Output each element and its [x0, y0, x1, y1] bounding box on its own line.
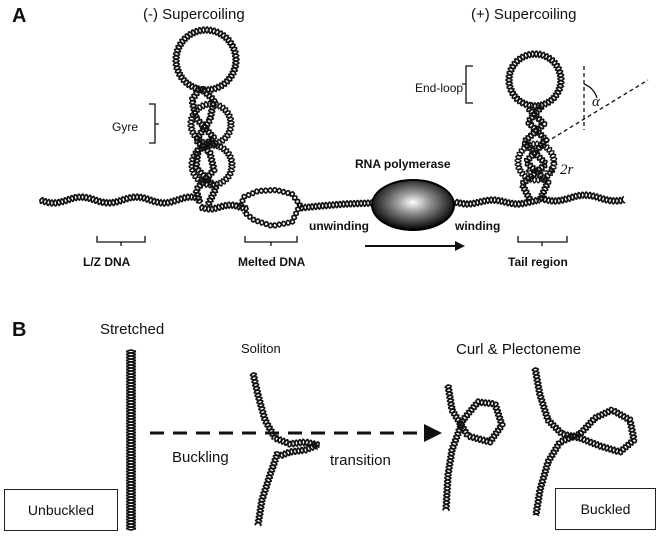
neg-gyre-lower-strand-2: [188, 141, 236, 189]
pos-end-loop: [505, 50, 565, 110]
winding-label: winding: [455, 219, 501, 233]
curl-plectoneme-label: Curl & Plectoneme: [456, 341, 582, 358]
melted-bubble-strand-2: [237, 187, 304, 229]
radius-2r-arrow: [525, 166, 555, 176]
curl-dna-strand-1: [442, 384, 506, 511]
end-loop-bracket: [462, 65, 473, 104]
backbone-left-strand-2: [39, 193, 201, 207]
unbuckled-state-box: Unbuckled: [4, 489, 118, 531]
pos-helix-turn: [514, 140, 558, 184]
tail-region-bracket: [517, 236, 568, 246]
unwinding-label: unwinding: [309, 219, 369, 233]
soliton-lower-strand-2: [254, 451, 282, 526]
pos-plectoneme-strand-a-strand-1: [520, 106, 548, 201]
melted-dna-bracket: [244, 236, 298, 246]
backbone-right: [539, 191, 626, 205]
alpha-axis-line: [539, 79, 649, 147]
neg-end-loop-strand-2: [172, 26, 240, 94]
backbone-center-strand-2: [299, 199, 373, 212]
negative-supercoiling-title: (-) Supercoiling: [143, 6, 245, 23]
rna-polymerase-body: [371, 179, 455, 231]
soliton-loop: [274, 435, 321, 460]
soliton-upper-strand-2: [250, 372, 277, 440]
backbone-right-mid-strand-2: [454, 196, 540, 208]
end-loop-label: End-loop: [415, 81, 464, 95]
pos-plectoneme-strand-b: [523, 103, 552, 201]
pos-helix-turn-strand-2: [514, 140, 558, 184]
backbone-left-strand-1: [39, 193, 201, 207]
backbone-left-mid: [199, 201, 249, 213]
buckling-label: Buckling: [172, 449, 229, 466]
backbone-right-mid: [454, 196, 541, 208]
buckled-state-box: Buckled: [555, 488, 656, 530]
soliton-loop-strand-2: [274, 435, 321, 458]
panel-b-letter: B: [12, 319, 27, 341]
curl-dna: [442, 384, 506, 511]
melted-dna-label: Melted DNA: [238, 255, 306, 269]
melted-bubble: [237, 186, 304, 229]
melted-bubble-strand-1: [239, 186, 302, 229]
plectoneme-dna-strand-2: [532, 367, 638, 516]
curl-dna-strand-2: [442, 384, 505, 511]
positive-supercoiling-title: (+) Supercoiling: [471, 6, 577, 23]
stretched-dna-strand-2: [125, 349, 137, 531]
soliton-upper-strand-1: [249, 372, 279, 438]
buckling-arrow-head: [424, 424, 442, 442]
neg-gyre-lower: [188, 141, 236, 189]
backbone-left-mid-strand-2: [199, 201, 249, 213]
backbone-left: [39, 193, 201, 207]
plectoneme-dna: [531, 367, 638, 517]
lz-dna-label: L/Z DNA: [83, 255, 131, 269]
alpha-arc: [583, 83, 598, 99]
radius-2r-label: 2r: [560, 162, 574, 178]
backbone-right-strand-2: [539, 191, 625, 205]
neg-gyre-upper: [187, 100, 235, 148]
stretched-dna: [125, 349, 137, 531]
buckled-label: Buckled: [580, 501, 631, 517]
backbone-center-strand-1: [299, 199, 373, 212]
gyre-label: Gyre: [112, 120, 139, 134]
neg-end-loop: [172, 26, 240, 94]
gyre-bracket: [149, 103, 159, 144]
soliton-label: Soliton: [241, 341, 281, 356]
unbuckled-label: Unbuckled: [27, 502, 95, 518]
pos-plectoneme-strand-a: [519, 106, 548, 202]
angle-alpha-label: α: [592, 94, 600, 110]
neg-gyre-upper-strand-2: [187, 100, 235, 148]
tail-region-label: Tail region: [508, 255, 568, 269]
backbone-center: [299, 199, 373, 212]
soliton-upper: [249, 372, 279, 440]
pos-plectoneme-strand-b-strand-2: [523, 106, 552, 201]
transition-label: transition: [330, 452, 391, 469]
pos-end-loop-strand-2: [505, 50, 565, 110]
lz-dna-bracket: [96, 236, 146, 246]
panel-a-letter: A: [12, 5, 27, 27]
stretched-label: Stretched: [100, 321, 165, 338]
soliton-lower: [254, 451, 282, 527]
rna-polymerase-label: RNA polymerase: [355, 157, 451, 171]
